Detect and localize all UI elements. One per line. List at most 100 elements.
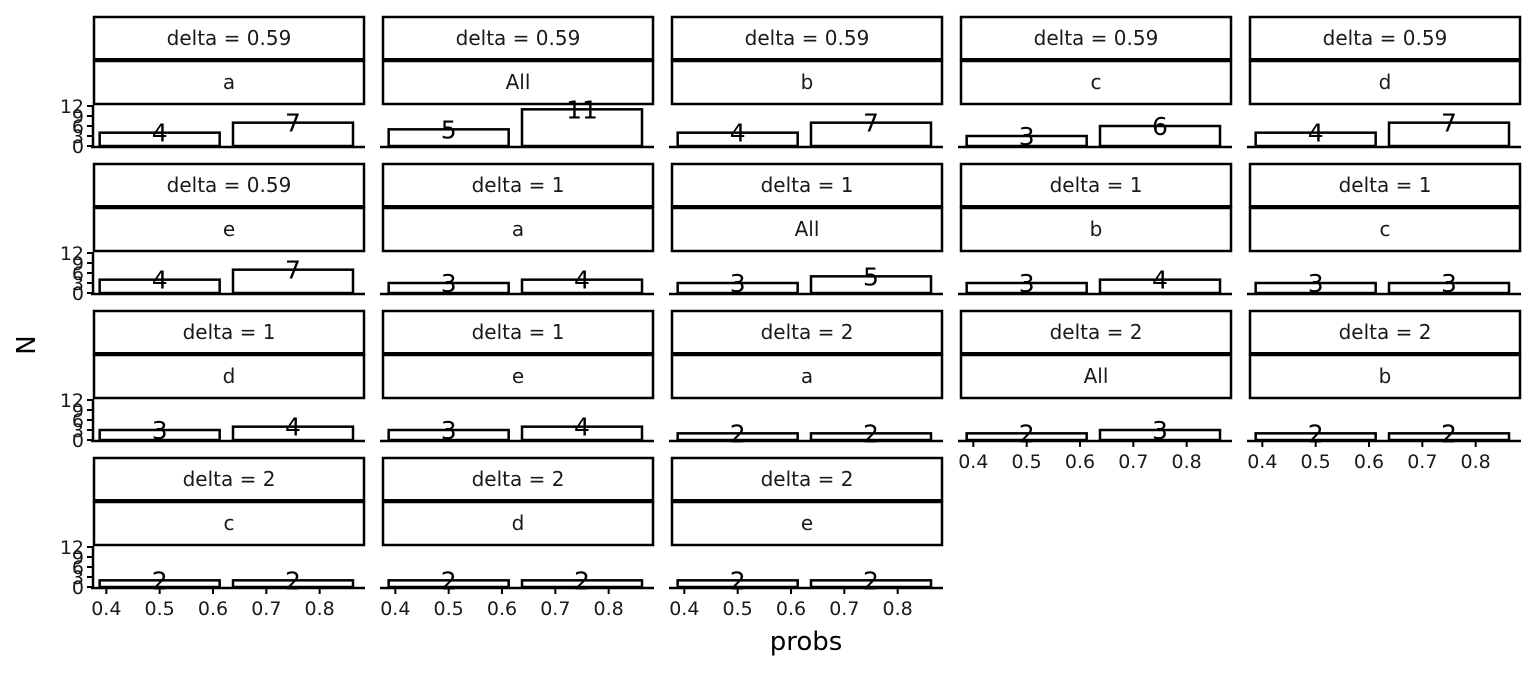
facet-strip-group — [1248, 206, 1522, 253]
facet-strip-delta-label: delta = 1 — [472, 320, 565, 344]
bar-value-label: 2 — [1441, 419, 1457, 448]
facet-strip-delta-label: delta = 1 — [183, 320, 276, 344]
bar-value-label: 4 — [730, 119, 746, 148]
facet-strip-delta-label: delta = 2 — [761, 320, 854, 344]
y-tick-label: 9 — [72, 106, 84, 128]
bar-value-label: 2 — [574, 566, 590, 595]
facet-strip-delta-label: delta = 2 — [1339, 320, 1432, 344]
facet-strip-group — [1248, 59, 1522, 106]
x-tick-label: 0.6 — [1354, 451, 1384, 473]
bar-value-label: 3 — [1019, 122, 1035, 151]
x-tick-label: 0.7 — [1407, 451, 1437, 473]
y-tick-label: 9 — [72, 400, 84, 422]
y-tick-label: 12 — [60, 537, 84, 559]
facet-strip-group-label: e — [512, 364, 524, 388]
bar-value-label: 3 — [152, 416, 168, 445]
bar — [520, 108, 644, 148]
facet-strip-group-label: c — [1091, 70, 1102, 94]
facet-strip-delta-label: delta = 1 — [761, 173, 854, 197]
bar-value-label: 2 — [863, 566, 879, 595]
x-tick-label: 0.4 — [669, 598, 699, 620]
bar-value-label: 3 — [730, 269, 746, 298]
facet-strip-group-label: c — [1380, 217, 1391, 241]
bar-value-label: 3 — [1441, 269, 1457, 298]
bar-value-label: 11 — [566, 95, 598, 124]
facet-strip-delta — [92, 162, 366, 209]
y-tick-label: 12 — [60, 390, 84, 412]
facet-strip-group — [670, 59, 944, 106]
facet-strip-delta — [381, 456, 655, 503]
y-tick-label: 9 — [72, 253, 84, 275]
facet-strip-group — [959, 59, 1233, 106]
y-tick-label: 9 — [72, 547, 84, 569]
x-tick-label: 0.8 — [594, 598, 624, 620]
y-tick-label: 0 — [72, 577, 84, 599]
facet-strip-delta — [92, 15, 366, 62]
facet-strip-delta — [381, 162, 655, 209]
facet-strip-delta — [381, 309, 655, 356]
facet-strip-delta-label: delta = 2 — [761, 467, 854, 491]
bar-value-label: 4 — [1152, 266, 1168, 295]
y-tick-label: 6 — [72, 116, 84, 138]
bar-value-label: 3 — [1308, 269, 1324, 298]
facet-strip-delta-label: delta = 1 — [1050, 173, 1143, 197]
bar-value-label: 4 — [285, 413, 301, 442]
bar-value-label: 3 — [1152, 416, 1168, 445]
facet-strip-group-label: b — [1090, 217, 1103, 241]
facet-strip-group — [670, 353, 944, 400]
y-tick-label: 3 — [72, 273, 84, 295]
bar-value-label: 7 — [285, 256, 301, 285]
facet-strip-group — [670, 206, 944, 253]
bar-value-label: 7 — [863, 109, 879, 138]
x-tick-label: 0.4 — [958, 451, 988, 473]
facet-strip-group — [381, 206, 655, 253]
y-axis-title: N — [12, 335, 42, 354]
bar-value-label: 3 — [441, 416, 457, 445]
bar-value-label: 5 — [863, 262, 879, 291]
x-tick-label: 0.4 — [1247, 451, 1277, 473]
facet-strip-delta-label: delta = 1 — [472, 173, 565, 197]
y-tick-label: 12 — [60, 243, 84, 265]
facet-strip-group-label: e — [801, 511, 813, 535]
x-tick-label: 0.5 — [1012, 451, 1042, 473]
facet-strip-delta-label: delta = 0.59 — [1034, 26, 1159, 50]
facet-strip-delta-label: delta = 0.59 — [1323, 26, 1448, 50]
y-tick-label: 12 — [60, 96, 84, 118]
y-tick-label: 6 — [72, 263, 84, 285]
facet-strip-group — [92, 500, 366, 547]
x-tick-label: 0.4 — [91, 598, 121, 620]
facet-strip-group-label: a — [801, 364, 813, 388]
facet-strip-group-label: b — [801, 70, 814, 94]
y-tick-label: 3 — [72, 567, 84, 589]
x-tick-label: 0.8 — [1172, 451, 1202, 473]
x-tick-label: 0.5 — [434, 598, 464, 620]
y-tick-label: 6 — [72, 557, 84, 579]
x-tick-label: 0.7 — [540, 598, 570, 620]
facet-strip-group-label: c — [224, 511, 235, 535]
facet-strip-group — [381, 59, 655, 106]
x-tick-label: 0.4 — [380, 598, 410, 620]
facet-strip-group-label: d — [223, 364, 236, 388]
bar-value-label: 5 — [441, 115, 457, 144]
facet-strip-delta — [959, 309, 1233, 356]
facet-strip-group-label: a — [223, 70, 235, 94]
x-tick-label: 0.7 — [251, 598, 281, 620]
x-tick-label: 0.5 — [145, 598, 175, 620]
facet-strip-delta — [1248, 15, 1522, 62]
facet-strip-delta — [670, 15, 944, 62]
facet-strip-delta — [92, 456, 366, 503]
facet-strip-group-label: a — [512, 217, 524, 241]
facet-strip-delta-label: delta = 0.59 — [456, 26, 581, 50]
